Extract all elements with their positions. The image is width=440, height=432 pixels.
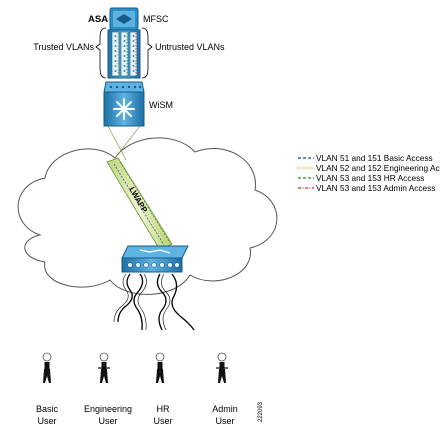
user-basic	[42, 352, 52, 383]
user-admin	[216, 352, 228, 383]
trusted-vlans-label: Trusted VLANs	[33, 42, 94, 52]
user-engineering	[98, 352, 110, 383]
figure-id: 222093	[258, 401, 264, 422]
user-basic-line2: User	[37, 416, 56, 426]
user-hr-line1: HR	[157, 404, 170, 414]
mfsc-label: MFSC	[143, 14, 169, 24]
asa-label: ASA	[88, 14, 108, 25]
wireless-links	[113, 273, 195, 331]
user-engineering-line1: Engineering	[84, 404, 132, 414]
trusted-bracket	[95, 27, 107, 79]
legend-text-engineering: VLAN 52 and 152 Engineering Access	[316, 163, 440, 173]
catalyst-chassis	[103, 7, 145, 127]
untrusted-vlans-label: Untrusted VLANs	[155, 42, 225, 52]
legend-text-basic: VLAN 51 and 151 Basic Access	[316, 153, 433, 163]
user-engineering-line2: User	[98, 416, 117, 426]
user-basic-line1: Basic	[36, 404, 59, 414]
user-hr	[155, 352, 165, 383]
lwapp-tunnel	[106, 125, 173, 251]
legend-text-hr: VLAN 53 and 153 HR Access	[316, 173, 424, 183]
legend-text-admin: VLAN 53 and 153 Admin Access	[316, 183, 435, 193]
access-point	[121, 245, 189, 273]
vlan-legend: VLAN 51 and 151 Basic Access VLAN 52 and…	[298, 153, 440, 193]
untrusted-bracket	[141, 27, 153, 79]
wism-label: WiSM	[149, 100, 173, 110]
user-admin-line1: Admin	[212, 404, 238, 414]
user-admin-line2: User	[215, 416, 234, 426]
user-hr-line2: User	[153, 416, 172, 426]
wism-star-icon	[113, 98, 135, 120]
